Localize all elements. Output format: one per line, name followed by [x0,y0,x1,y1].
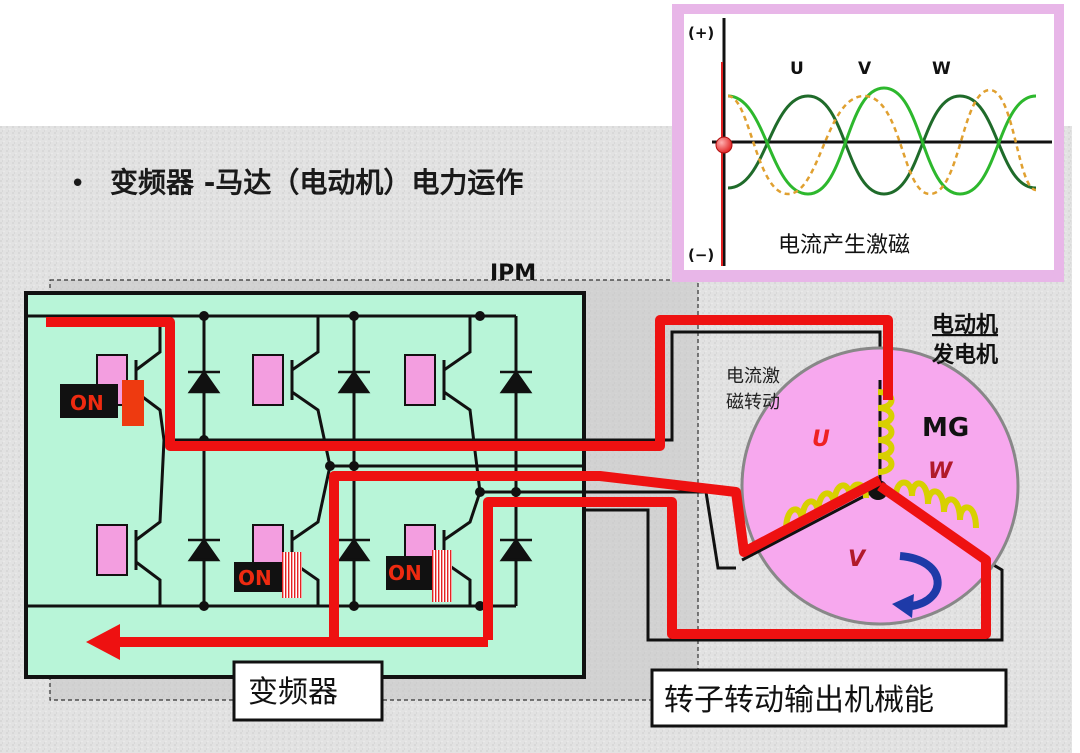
switch-on-lower-middle: ON [234,552,302,598]
switch-on-lower-right: ON [386,550,452,602]
waveform-u-curve [727,94,1037,196]
motor-title-line2: 发电机 [931,342,998,368]
inverter-board [24,291,586,679]
rotation-arrow-icon [899,552,942,610]
output-label-box [650,668,1008,728]
output-label: 转子转动输出机械能 [664,683,934,718]
title-bullet: • [70,169,85,199]
diode-icons [187,369,533,562]
coil-v-label: V [848,547,867,572]
waveform-minus-label: (−) [688,246,714,264]
switch-on-upper-left: ON [60,380,144,426]
svg-text:ON: ON [238,566,272,590]
waveform-u-label: U [790,59,804,79]
coil-w-label: W [928,459,954,484]
motor-excite-line2: 磁转动 [726,392,780,413]
coil-u-label: U [812,427,830,452]
svg-text:ON: ON [70,391,104,415]
motor-name: MG [922,413,969,443]
waveform-caption: 电流产生激磁 [778,233,910,258]
waveform-w-curve [727,88,1037,196]
waveform-position-dot [715,136,733,154]
ipm-label: IPM [490,261,536,286]
current-flow-arrowhead-icon [86,624,120,660]
waveform-v-curve [727,86,1037,196]
motor-title-line1: 电动机 [932,313,998,338]
waveform-w-label: W [932,59,951,79]
waveform-v-label: V [858,59,872,79]
svg-text:ON: ON [388,561,422,585]
rotation-arrowhead-icon [892,594,914,618]
slide-title: 变频器 -马达（电动机）电力运作 [110,166,523,199]
motor-excite-line1: 电流激 [726,366,780,387]
waveform-plus-label: (+) [688,24,714,42]
current-flow-path [46,315,991,647]
inverter-label-box [232,660,384,722]
inverter-label: 变频器 [248,675,338,710]
